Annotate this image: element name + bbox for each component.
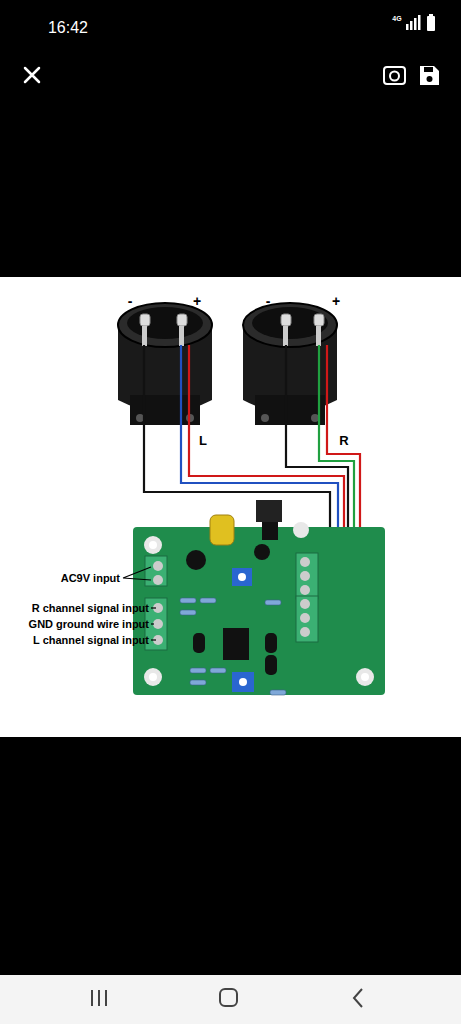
resistor-symbol xyxy=(180,598,196,603)
nav-bar xyxy=(0,975,461,1024)
resistor-symbol xyxy=(180,598,286,695)
xlr-connector-right xyxy=(243,303,337,425)
xlr-connector-left xyxy=(118,303,212,425)
status-icons xyxy=(406,14,435,31)
image-ground xyxy=(0,277,461,737)
pcb-board xyxy=(133,500,385,695)
nav-icons xyxy=(92,989,362,1007)
input-label: AC9V input xyxy=(61,573,120,584)
resistor-symbol xyxy=(270,690,286,695)
input-label: R channel signal input xyxy=(32,603,149,614)
resistor-symbol xyxy=(190,668,206,673)
polarity-sign: + xyxy=(332,294,340,308)
resistor-symbol xyxy=(265,600,281,605)
channel-label: R xyxy=(339,434,348,447)
resistor-symbol xyxy=(190,680,206,685)
resistor-symbol xyxy=(180,610,196,615)
resistor-symbol xyxy=(210,668,226,673)
polarity-sign: - xyxy=(128,294,133,308)
toolbar-icons xyxy=(25,66,439,85)
polarity-sign: - xyxy=(266,294,271,308)
input-label: GND ground wire input xyxy=(29,619,149,630)
input-label: L channel signal input xyxy=(33,635,149,646)
clock-time: 16:42 xyxy=(48,20,88,36)
resistor-symbol xyxy=(200,598,216,603)
channel-label: L xyxy=(199,434,207,447)
network-type: 4G xyxy=(392,15,401,22)
polarity-sign: + xyxy=(193,294,201,308)
